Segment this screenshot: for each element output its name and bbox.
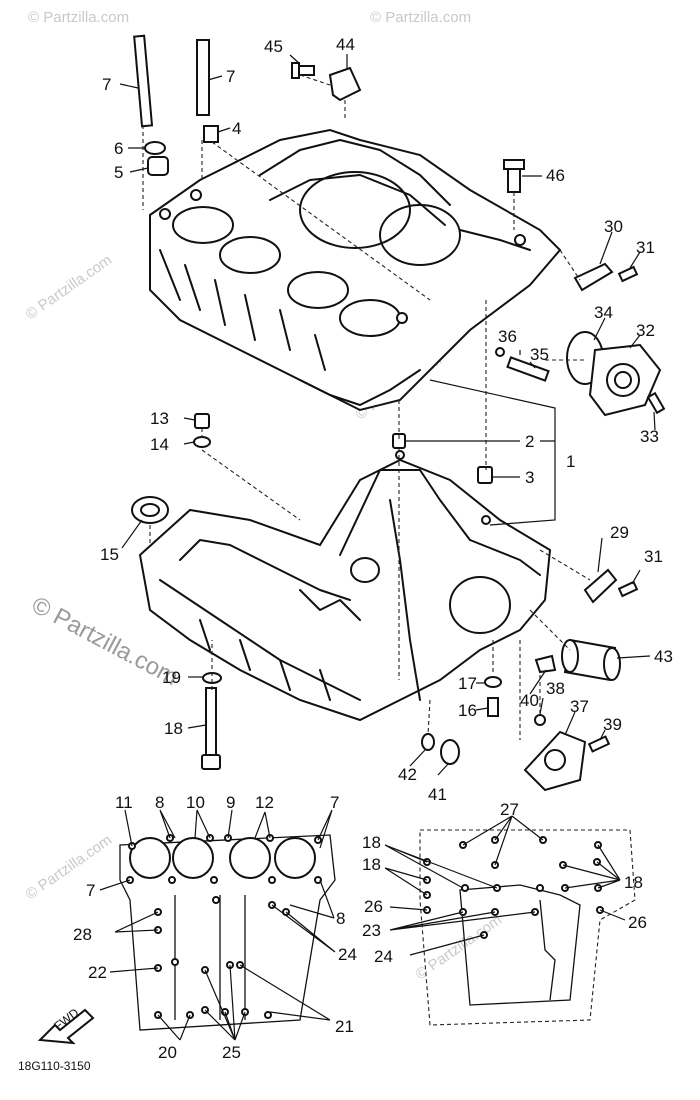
callout-8[interactable]: 8	[336, 909, 345, 928]
bolt-16	[487, 697, 499, 717]
callout-41[interactable]: 41	[428, 785, 447, 804]
callout-46[interactable]: 46	[546, 166, 565, 185]
assembly-lines	[142, 74, 591, 740]
callout-44[interactable]: 44	[336, 35, 355, 54]
callout-2[interactable]: 2	[525, 432, 534, 451]
washer-17	[484, 676, 502, 688]
callout-19[interactable]: 19	[162, 668, 181, 687]
upper-crankcase	[149, 128, 562, 412]
callout-1[interactable]: 1	[566, 452, 575, 471]
callout-36[interactable]: 36	[498, 327, 517, 346]
watermark-top-left: © Partzilla.com	[28, 9, 129, 26]
callout-45[interactable]: 45	[264, 37, 283, 56]
callout-32[interactable]: 32	[636, 321, 655, 340]
fwd-arrow: FWD	[37, 1005, 95, 1045]
callout-39[interactable]: 39	[603, 715, 622, 734]
callout-15[interactable]: 15	[100, 545, 119, 564]
washer-14	[193, 436, 211, 448]
bracket-44	[328, 66, 362, 102]
ring-6	[144, 141, 166, 155]
callout-33[interactable]: 33	[640, 427, 659, 446]
lower-crankcase	[138, 450, 552, 722]
callout-26[interactable]: 26	[364, 897, 383, 916]
plate-30	[573, 262, 614, 292]
callout-28[interactable]: 28	[73, 925, 92, 944]
bolt-pattern-lower	[419, 829, 636, 1026]
bolt-31-top	[617, 265, 639, 283]
callout-7[interactable]: 7	[226, 67, 235, 86]
callout-12[interactable]: 12	[255, 793, 274, 812]
bolt-33	[646, 391, 666, 415]
callout-34[interactable]: 34	[594, 303, 613, 322]
ring-36	[495, 347, 505, 357]
callout-21[interactable]: 21	[335, 1017, 354, 1036]
watermark-bottom-right: © Partzilla.com	[413, 911, 506, 983]
bolt-18	[205, 687, 217, 759]
callout-30[interactable]: 30	[604, 217, 623, 236]
callout-24[interactable]: 24	[374, 947, 393, 966]
callout-35[interactable]: 35	[530, 345, 549, 364]
callout-4[interactable]: 4	[232, 119, 241, 138]
callout-18[interactable]: 18	[624, 873, 643, 892]
plug-13	[194, 413, 210, 429]
collar-4	[203, 125, 219, 143]
callout-18[interactable]: 18	[362, 833, 381, 852]
watermark-top-right: © Partzilla.com	[370, 9, 471, 26]
cover-32	[588, 343, 662, 417]
callout-26[interactable]: 26	[628, 913, 647, 932]
callout-7[interactable]: 7	[86, 881, 95, 900]
bolt-39	[587, 735, 611, 753]
pump-37	[523, 730, 587, 792]
callouts: 7 7 4 6 5 45 44 46 30 31 34 32 36 35 33 …	[73, 35, 673, 1062]
bolt-31-mid	[617, 580, 639, 598]
fitting-40	[534, 654, 557, 674]
callout-20[interactable]: 20	[158, 1043, 177, 1062]
callout-18[interactable]: 18	[362, 855, 381, 874]
parts-small	[131, 34, 666, 792]
ring-38	[534, 714, 546, 726]
callout-38[interactable]: 38	[546, 679, 565, 698]
callout-6[interactable]: 6	[114, 139, 123, 158]
callout-37[interactable]: 37	[570, 697, 589, 716]
callout-11[interactable]: 11	[115, 793, 133, 812]
diagram-code: 18G110-3150	[18, 1059, 91, 1073]
callout-9[interactable]: 9	[226, 793, 235, 812]
callout-23[interactable]: 23	[362, 921, 381, 940]
plug-41	[440, 739, 460, 765]
callout-14[interactable]: 14	[150, 435, 169, 454]
callout-31[interactable]: 31	[644, 547, 663, 566]
watermark-bottom-left: © Partzilla.com	[23, 831, 116, 903]
callout-22[interactable]: 22	[88, 963, 107, 982]
watermark-mid-left: © Partzilla.com	[23, 251, 116, 323]
stud-7-right	[196, 39, 210, 116]
plate-29	[583, 568, 618, 604]
callout-43[interactable]: 43	[654, 647, 673, 666]
callout-40[interactable]: 40	[520, 691, 539, 710]
callout-13[interactable]: 13	[150, 409, 169, 428]
callout-5[interactable]: 5	[114, 163, 123, 182]
callout-10[interactable]: 10	[186, 793, 205, 812]
callout-24[interactable]: 24	[338, 945, 357, 964]
callout-3[interactable]: 3	[525, 468, 534, 487]
callout-16[interactable]: 16	[458, 701, 477, 720]
dowel-3	[477, 466, 493, 484]
callout-17[interactable]: 17	[458, 674, 477, 693]
ring-42	[421, 733, 435, 751]
callout-31[interactable]: 31	[636, 238, 655, 257]
pin-35	[506, 356, 550, 382]
bolt-pattern-upper	[119, 834, 336, 1031]
stud-7-left	[133, 34, 154, 128]
callout-18[interactable]: 18	[164, 719, 183, 738]
collar-5	[147, 156, 169, 176]
callout-8[interactable]: 8	[155, 793, 164, 812]
callout-7[interactable]: 7	[102, 75, 111, 94]
callout-27[interactable]: 27	[500, 800, 519, 819]
callout-25[interactable]: 25	[222, 1043, 241, 1062]
callout-42[interactable]: 42	[398, 765, 417, 784]
seal-15	[131, 496, 169, 524]
callout-29[interactable]: 29	[610, 523, 629, 542]
leader-lines	[99, 54, 656, 1041]
callout-7[interactable]: 7	[330, 793, 339, 812]
